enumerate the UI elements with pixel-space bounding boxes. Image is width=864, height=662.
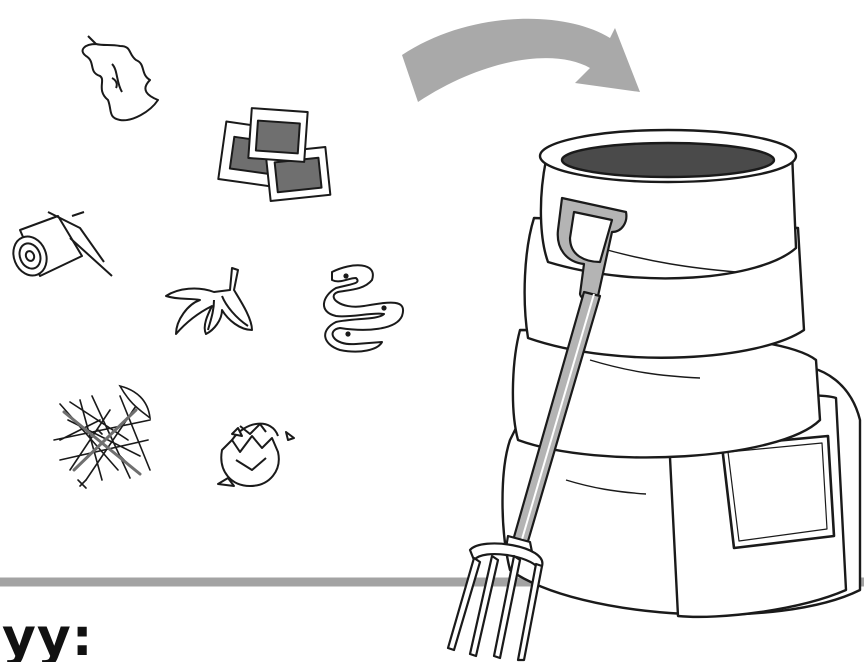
caption-fragment: yy: [2,612,94,662]
vegetable-peel-icon [324,265,403,351]
banana-peel-icon [166,268,252,334]
grass-clippings-icon [54,386,150,488]
apple-core-icon [83,36,158,120]
curved-arrow-icon [402,19,640,102]
toilet-roll-icon [8,212,112,281]
tea-bags-icon [218,108,330,201]
compost-bin-icon [503,130,861,617]
eggshell-icon [218,424,294,486]
